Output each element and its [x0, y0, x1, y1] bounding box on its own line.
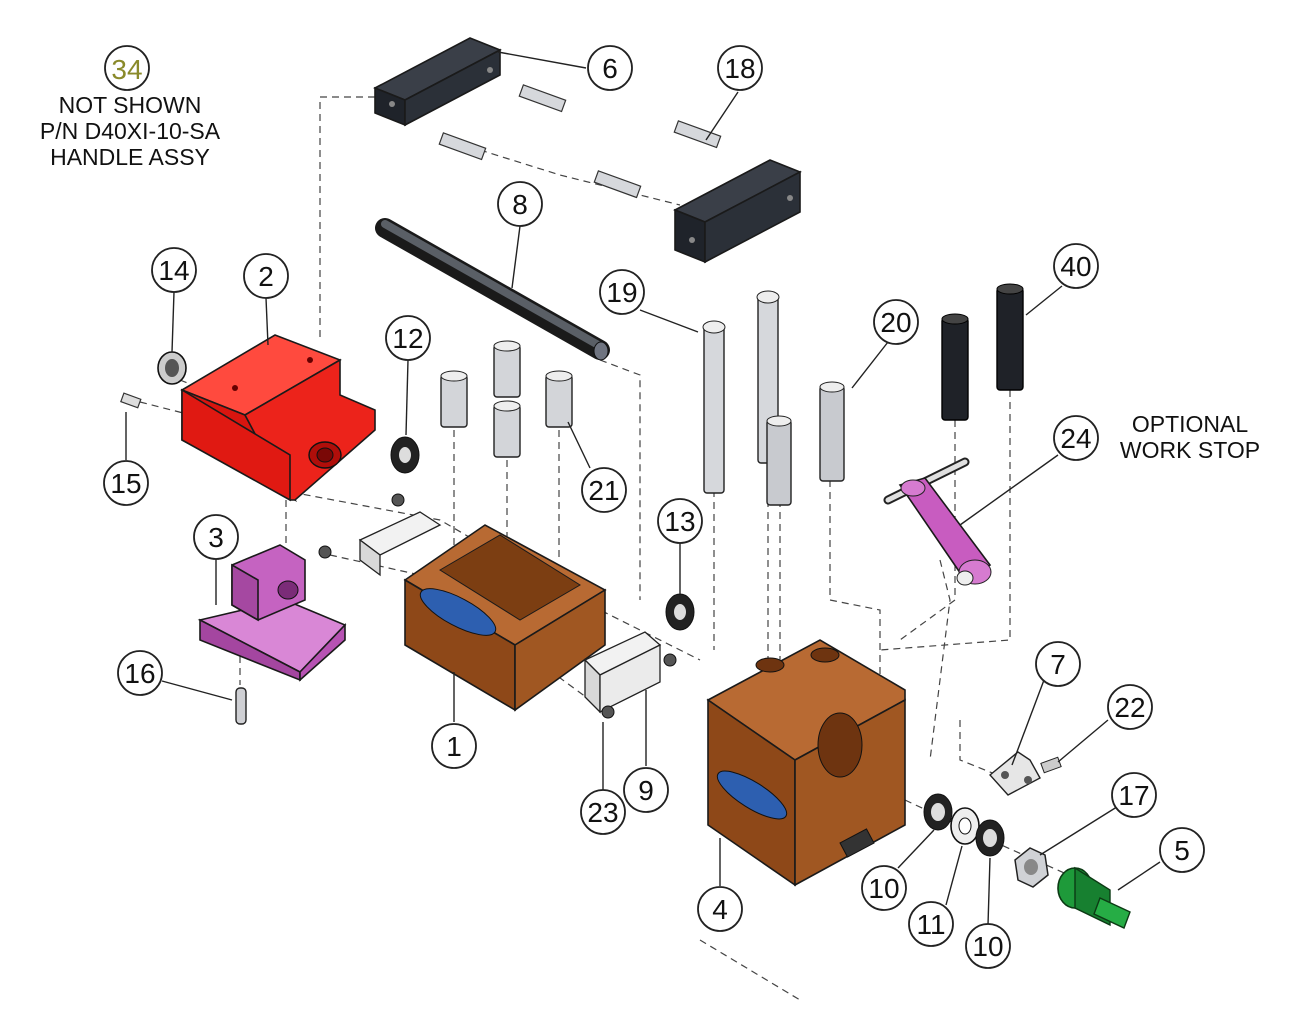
- svg-text:3: 3: [208, 522, 224, 553]
- balloon-11: 11: [908, 901, 954, 947]
- bracket-7: [988, 751, 1041, 796]
- balloon-3: 3: [193, 514, 239, 560]
- svg-text:10: 10: [972, 931, 1003, 962]
- balloon-4: 4: [697, 886, 743, 932]
- svg-text:15: 15: [110, 468, 141, 499]
- svg-text:2: 2: [258, 261, 274, 292]
- balloon-19: 19: [599, 269, 645, 315]
- optional-line-2: WORK STOP: [1120, 437, 1260, 463]
- note-line-3: HANDLE ASSY: [50, 144, 210, 170]
- svg-text:21: 21: [588, 475, 619, 506]
- balloon-1: 1: [431, 723, 477, 769]
- movable-jaw-red: [180, 334, 376, 503]
- balloon-9: 9: [623, 767, 669, 813]
- pin-16: [235, 687, 247, 725]
- note-line-1: NOT SHOWN: [59, 92, 202, 118]
- balloon-24: 24: [1053, 415, 1099, 461]
- vise-fixed-body-4: [706, 639, 906, 887]
- pin-15: [120, 392, 142, 409]
- screw-22: [1040, 756, 1062, 774]
- washer-12: [390, 436, 420, 474]
- balloon-10-left: 10: [861, 865, 907, 911]
- svg-text:9: 9: [638, 775, 654, 806]
- washer-13: [665, 593, 695, 631]
- nut-17: [1014, 847, 1049, 888]
- optional-work-stop-note: OPTIONAL WORK STOP: [1120, 411, 1260, 463]
- balloon-13: 13: [657, 498, 703, 544]
- balloon-20: 20: [873, 299, 919, 345]
- svg-text:8: 8: [512, 189, 528, 220]
- balloon-12: 12: [385, 315, 431, 361]
- svg-text:24: 24: [1060, 423, 1091, 454]
- svg-text:18: 18: [724, 53, 755, 84]
- svg-text:13: 13: [664, 506, 695, 537]
- balloon-22: 22: [1107, 684, 1153, 730]
- work-stop-24: [883, 457, 992, 586]
- balloon-14: 14: [151, 247, 197, 293]
- svg-text:17: 17: [1118, 780, 1149, 811]
- svg-text:20: 20: [880, 307, 911, 338]
- part-balloons: 6 18 8 14 2 12 19 20 40 24 15 3 21 13 16…: [103, 45, 1205, 969]
- jaw-plate-lower: [673, 159, 802, 264]
- balloon-8: 8: [497, 181, 543, 227]
- svg-text:16: 16: [124, 658, 155, 689]
- svg-text:12: 12: [392, 323, 423, 354]
- svg-text:6: 6: [602, 53, 618, 84]
- bushing-14: [157, 351, 187, 385]
- balloon-16: 16: [117, 650, 163, 696]
- washers-10-11: [923, 793, 1005, 857]
- not-shown-note: 34 NOT SHOWN P/N D40XI-10-SA HANDLE ASSY: [40, 45, 221, 170]
- svg-text:1: 1: [446, 731, 462, 762]
- vise-body-1: [403, 524, 607, 712]
- balloon-34: [104, 45, 150, 91]
- balloon-21: 21: [581, 467, 627, 513]
- balloon-18: 18: [717, 45, 763, 91]
- jaw-plate-screws-upper: [438, 84, 722, 199]
- screw-5: [1057, 866, 1131, 929]
- optional-line-1: OPTIONAL: [1132, 411, 1249, 437]
- svg-text:19: 19: [606, 277, 637, 308]
- guide-rod: [375, 218, 610, 361]
- svg-text:22: 22: [1114, 692, 1145, 723]
- svg-text:5: 5: [1174, 835, 1190, 866]
- svg-text:11: 11: [916, 909, 945, 940]
- svg-text:23: 23: [587, 797, 618, 828]
- leader-lines: [125, 51, 1161, 926]
- balloon-23: 23: [580, 789, 626, 835]
- svg-text:7: 7: [1050, 649, 1066, 680]
- balloon-5: 5: [1159, 827, 1205, 873]
- balloon-6: 6: [587, 45, 633, 91]
- chip-shields-9: [358, 511, 662, 714]
- balloon-40: 40: [1053, 243, 1099, 289]
- jaw-plate-upper: [373, 37, 502, 127]
- balloon-17: 17: [1111, 772, 1157, 818]
- svg-text:4: 4: [712, 894, 728, 925]
- balloon-15: 15: [103, 460, 149, 506]
- small-screws: [318, 493, 677, 719]
- clamp-block-magenta: [197, 544, 347, 682]
- balloon-10-right: 10: [965, 923, 1011, 969]
- balloon-7: 7: [1035, 641, 1081, 687]
- screws-40: [941, 283, 1024, 421]
- svg-text:40: 40: [1060, 251, 1091, 282]
- svg-text:14: 14: [158, 255, 189, 286]
- note-line-2: P/N D40XI-10-SA: [40, 118, 221, 144]
- balloon-2: 2: [243, 253, 289, 299]
- svg-text:10: 10: [868, 873, 899, 904]
- socket-screws-21: [440, 340, 573, 458]
- balloon-34-label: 34: [111, 54, 142, 85]
- screws-20: [766, 381, 845, 506]
